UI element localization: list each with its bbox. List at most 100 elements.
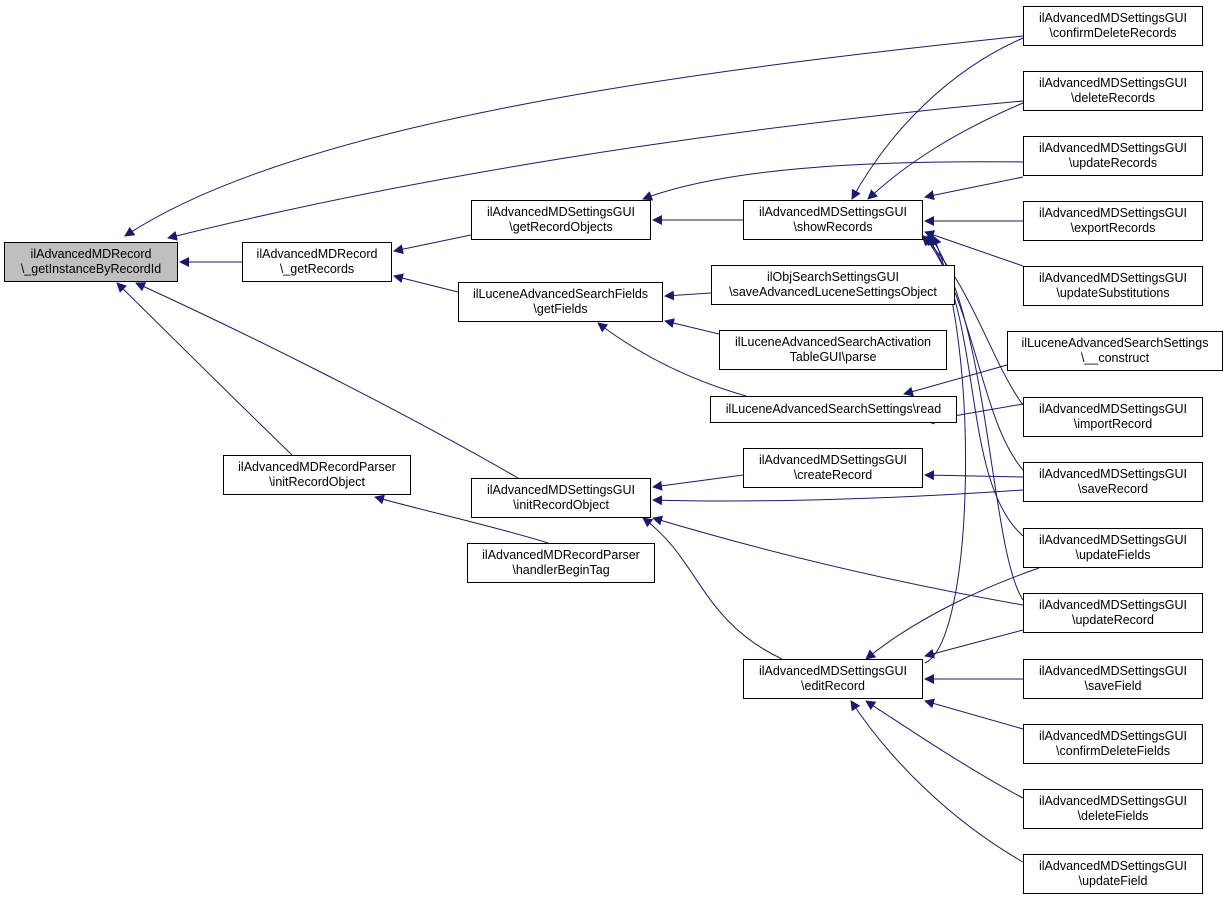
node-create-record[interactable]: ilAdvancedMDSettingsGUI \createRecord: [743, 448, 923, 488]
node-save-lucene-line2: \saveAdvancedLuceneSettingsObject: [729, 285, 937, 299]
edge-settingsread-getfields: [597, 322, 747, 397]
node-activation-table-parse[interactable]: ilLuceneAdvancedSearchActivation TableGU…: [719, 330, 947, 370]
node-show-records-line2: \showRecords: [793, 220, 873, 234]
node-export-records[interactable]: ilAdvancedMDSettingsGUI \exportRecords: [1023, 201, 1203, 241]
node-save-field-line1: ilAdvancedMDSettingsGUI: [1039, 664, 1187, 678]
node-delete-records-line2: \deleteRecords: [1070, 91, 1156, 105]
node-update-records-line1: ilAdvancedMDSettingsGUI: [1039, 141, 1187, 155]
node-settings-construct-line1: ilLuceneAdvancedSearchSettings: [1021, 336, 1209, 350]
node-get-fields[interactable]: ilLuceneAdvancedSearchFields \getFields: [458, 282, 663, 322]
node-export-records-line2: \exportRecords: [1070, 221, 1156, 235]
node-update-records-line2: \updateRecords: [1068, 156, 1158, 170]
node-settings-read-line1: ilLuceneAdvancedSearchSettings\read: [725, 402, 942, 416]
node-update-field[interactable]: ilAdvancedMDSettingsGUI \updateField: [1023, 854, 1203, 894]
edge-confirmdeletefields-editrecord: [924, 698, 1024, 730]
node-import-record-line1: ilAdvancedMDSettingsGUI: [1039, 402, 1187, 416]
edge-activation-getfields: [664, 318, 720, 335]
node-root: ilAdvancedMDRecord \_getInstanceByRecord…: [4, 242, 178, 282]
edge-confirmdeleterecords-showrecords: [851, 37, 1024, 200]
node-update-fields[interactable]: ilAdvancedMDSettingsGUI \updateFields: [1023, 528, 1203, 568]
node-gui-init-record-object[interactable]: ilAdvancedMDSettingsGUI \initRecordObjec…: [471, 478, 651, 518]
node-parser-handler-begin-tag[interactable]: ilAdvancedMDRecordParser \handlerBeginTa…: [467, 543, 655, 583]
node-create-record-line2: \createRecord: [793, 468, 873, 482]
node-update-substitutions[interactable]: ilAdvancedMDSettingsGUI \updateSubstitut…: [1023, 266, 1203, 306]
node-show-records[interactable]: ilAdvancedMDSettingsGUI \showRecords: [743, 200, 923, 240]
edge-savelucene-getfields: [664, 290, 712, 301]
node-get-record-objects-line2: \getRecordObjects: [509, 220, 613, 234]
node-settings-construct-line2: \__construct: [1080, 351, 1150, 365]
node-update-fields-line1: ilAdvancedMDSettingsGUI: [1039, 533, 1187, 547]
edge-saverecord-guiinit: [652, 489, 1024, 506]
edge-deletefields-editrecord: [865, 700, 1024, 799]
edge-settingsconstruct-settingsread: [903, 364, 1008, 397]
node-parser-init-line2: \initRecordObject: [269, 475, 365, 489]
node-confirm-delete-records-line1: ilAdvancedMDSettingsGUI: [1039, 11, 1187, 25]
edge-deleterecords-root: [167, 100, 1024, 241]
node-delete-fields-line2: \deleteFields: [1077, 809, 1149, 823]
node-save-record[interactable]: ilAdvancedMDSettingsGUI \saveRecord: [1023, 462, 1203, 502]
node-confirm-delete-fields[interactable]: ilAdvancedMDSettingsGUI \confirmDeleteFi…: [1023, 724, 1203, 764]
node-settings-construct[interactable]: ilLuceneAdvancedSearchSettings \__constr…: [1007, 331, 1223, 371]
node-update-substitutions-line2: \updateSubstitutions: [1056, 286, 1170, 300]
node-get-records-line1: ilAdvancedMDRecord: [256, 247, 378, 261]
node-save-field[interactable]: ilAdvancedMDSettingsGUI \saveField: [1023, 659, 1203, 699]
node-gui-init-line1: ilAdvancedMDSettingsGUI: [487, 483, 635, 497]
node-confirm-delete-records[interactable]: ilAdvancedMDSettingsGUI \confirmDeleteRe…: [1023, 6, 1203, 46]
edge-parserhandler-parserinit: [374, 494, 549, 544]
node-update-substitutions-line1: ilAdvancedMDSettingsGUI: [1039, 271, 1187, 285]
node-get-records-line2: \_getRecords: [279, 262, 355, 276]
edge-guiinit-root: [135, 282, 519, 479]
node-create-record-line1: ilAdvancedMDSettingsGUI: [759, 453, 907, 467]
node-export-records-line1: ilAdvancedMDSettingsGUI: [1039, 206, 1187, 220]
edge-createrecord-guiinit: [652, 474, 744, 491]
edge-deleterecords-showrecords: [867, 102, 1024, 200]
node-confirm-delete-records-line2: \confirmDeleteRecords: [1049, 26, 1177, 40]
node-get-record-objects[interactable]: ilAdvancedMDSettingsGUI \getRecordObject…: [471, 200, 651, 240]
node-update-field-line1: ilAdvancedMDSettingsGUI: [1039, 859, 1187, 873]
node-confirm-delete-fields-line1: ilAdvancedMDSettingsGUI: [1039, 729, 1187, 743]
node-update-field-line2: \updateField: [1078, 874, 1148, 888]
node-update-record-line2: \updateRecord: [1071, 613, 1154, 627]
edge-confirmdeleterecords-root: [124, 35, 1024, 237]
node-delete-records-line1: ilAdvancedMDSettingsGUI: [1039, 76, 1187, 90]
node-parser-init-line1: ilAdvancedMDRecordParser: [238, 460, 396, 474]
edge-updaterecord-editrecord: [924, 629, 1024, 659]
node-save-lucene-settings[interactable]: ilObjSearchSettingsGUI \saveAdvancedLuce…: [711, 265, 955, 305]
node-import-record[interactable]: ilAdvancedMDSettingsGUI \importRecord: [1023, 397, 1203, 437]
node-settings-read[interactable]: ilLuceneAdvancedSearchSettings\read: [710, 396, 957, 423]
edge-updaterecord-guiinit: [652, 515, 1024, 606]
edge-getfields-getrecords: [393, 273, 459, 293]
node-delete-fields[interactable]: ilAdvancedMDSettingsGUI \deleteFields: [1023, 789, 1203, 829]
node-edit-record[interactable]: ilAdvancedMDSettingsGUI \editRecord: [743, 659, 923, 699]
node-import-record-line2: \importRecord: [1073, 417, 1153, 431]
node-get-record-objects-line1: ilAdvancedMDSettingsGUI: [487, 205, 635, 219]
node-edit-record-line2: \editRecord: [801, 679, 865, 693]
node-show-records-line1: ilAdvancedMDSettingsGUI: [759, 205, 907, 219]
node-save-record-line1: ilAdvancedMDSettingsGUI: [1039, 467, 1187, 481]
node-gui-init-line2: \initRecordObject: [513, 498, 609, 512]
node-root-line1: ilAdvancedMDRecord: [30, 247, 152, 261]
node-get-fields-line1: ilLuceneAdvancedSearchFields: [472, 287, 649, 301]
edge-editrecord-guiinit: [642, 517, 783, 660]
node-delete-records[interactable]: ilAdvancedMDSettingsGUI \deleteRecords: [1023, 71, 1203, 111]
node-parser-handler-line1: ilAdvancedMDRecordParser: [482, 548, 640, 562]
node-save-lucene-line1: ilObjSearchSettingsGUI: [766, 270, 899, 284]
edge-updatefields-editrecord: [865, 567, 1040, 660]
edge-updatefield-editrecord: [850, 700, 1024, 863]
node-confirm-delete-fields-line2: \confirmDeleteFields: [1056, 744, 1170, 758]
node-update-record-line1: ilAdvancedMDSettingsGUI: [1039, 598, 1187, 612]
edge-saverecord-createrecord: [924, 470, 1024, 481]
node-update-record[interactable]: ilAdvancedMDSettingsGUI \updateRecord: [1023, 593, 1203, 633]
node-update-fields-line2: \updateFields: [1075, 548, 1151, 562]
node-parser-init-record-object[interactable]: ilAdvancedMDRecordParser \initRecordObje…: [223, 455, 411, 495]
node-root-line2: \_getInstanceByRecordId: [20, 262, 162, 276]
node-parser-handler-line2: \handlerBeginTag: [512, 563, 610, 577]
node-save-field-line2: \saveField: [1084, 679, 1142, 693]
edge-updaterecords-getrecordobjects: [642, 161, 1024, 201]
edge-getrecordobjects-getrecords: [393, 234, 472, 255]
node-update-records[interactable]: ilAdvancedMDSettingsGUI \updateRecords: [1023, 136, 1203, 176]
node-get-records[interactable]: ilAdvancedMDRecord \_getRecords: [242, 242, 392, 282]
node-get-fields-line2: \getFields: [533, 302, 588, 316]
edge-importrecord-showrecords: [921, 235, 1024, 406]
